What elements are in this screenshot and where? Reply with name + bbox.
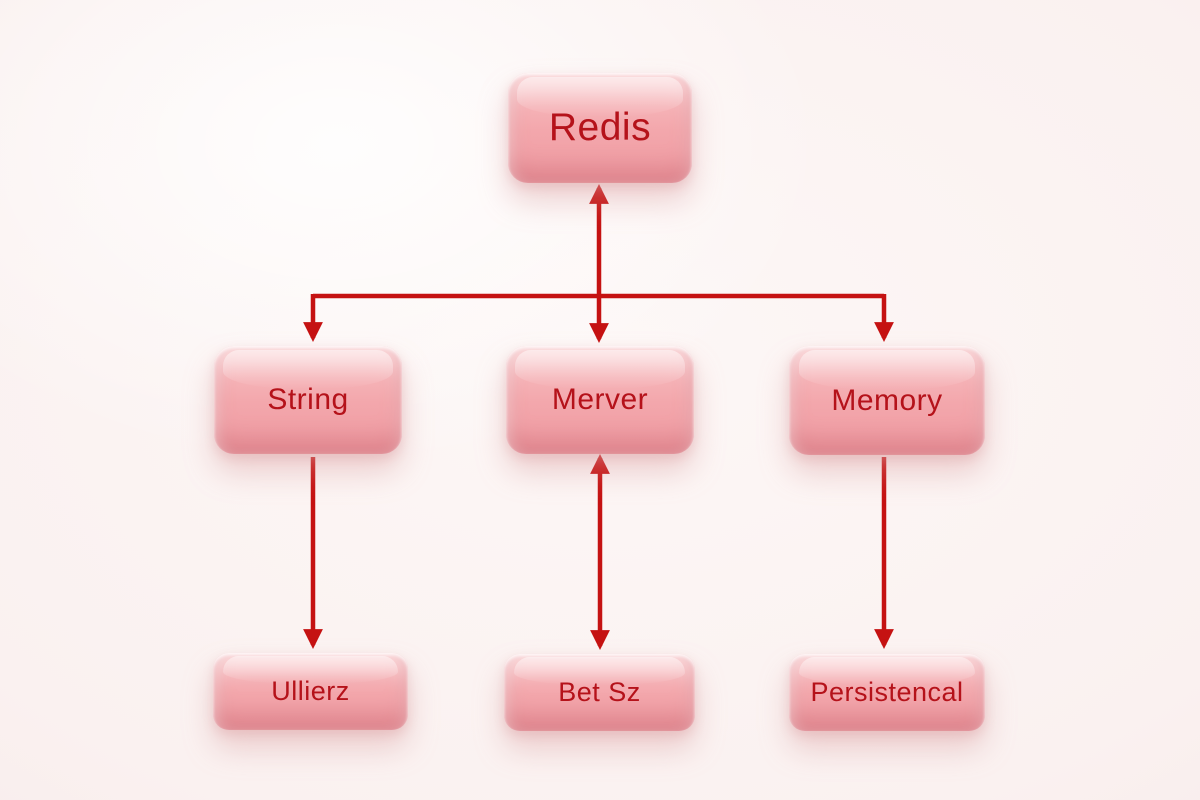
node-string-label: String xyxy=(267,383,349,416)
node-string: String xyxy=(214,346,402,454)
node-bet-sz-label: Bet Sz xyxy=(558,677,641,707)
node-bet-sz: Bet Sz xyxy=(504,654,695,731)
node-memory: Memory xyxy=(789,346,985,455)
node-memory-label: Memory xyxy=(831,383,943,417)
node-redis: Redis xyxy=(508,73,692,183)
node-persistencal-label: Persistencal xyxy=(810,677,964,707)
node-merver-label: Merver xyxy=(551,383,649,416)
node-redis-label: Redis xyxy=(548,106,652,149)
node-persistencal: Persistencal xyxy=(789,654,985,731)
node-ullierz-label: Ullierz xyxy=(271,676,350,706)
node-merver: Merver xyxy=(506,346,694,454)
node-ullierz: Ullierz xyxy=(213,653,408,730)
